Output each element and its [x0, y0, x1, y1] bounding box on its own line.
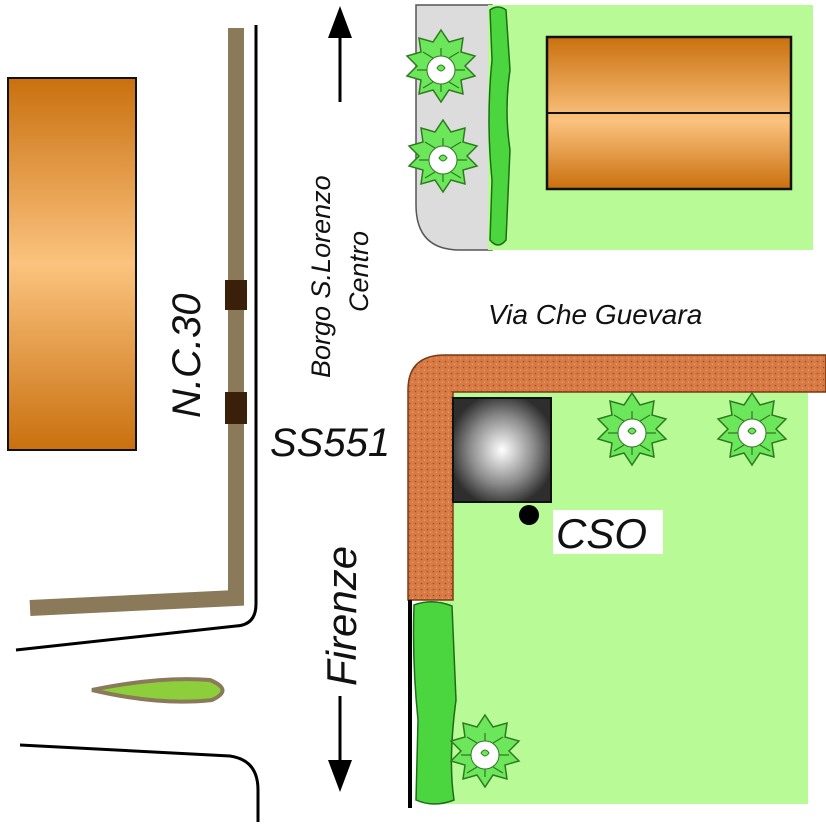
building-west	[7, 77, 137, 451]
label-ss551: SS551	[270, 421, 390, 465]
hedge-north	[488, 6, 511, 246]
traffic-island	[91, 677, 225, 704]
hedge-south	[412, 601, 457, 805]
west-block	[7, 25, 260, 822]
north-east-block	[404, 4, 813, 251]
direction-arrows	[328, 6, 352, 792]
orange-path	[407, 354, 826, 601]
label-via-che-guevara: Via Che Guevara	[488, 299, 702, 330]
arrow-down-icon	[328, 760, 352, 792]
label-cso: CSO	[556, 510, 647, 557]
cso-point-icon	[519, 505, 539, 525]
cso-label-background	[553, 510, 663, 554]
boundary-wall	[29, 28, 244, 616]
road-edge-west-lower	[19, 743, 260, 822]
label-nc30: N.C.30	[165, 294, 209, 419]
road-edge-west	[15, 25, 258, 652]
label-firenze: Firenze	[318, 546, 365, 686]
label-borgo-line2: Centro	[344, 231, 374, 312]
arrow-up-icon	[328, 6, 352, 38]
gate-upper	[225, 280, 247, 310]
gate-lower	[225, 392, 247, 424]
south-east-block	[407, 354, 826, 808]
building-icon	[452, 397, 552, 503]
map-labels: N.C.30 Borgo S.Lorenzo Centro Via Che Gu…	[165, 175, 702, 686]
label-borgo-line1: Borgo S.Lorenzo	[306, 175, 336, 378]
